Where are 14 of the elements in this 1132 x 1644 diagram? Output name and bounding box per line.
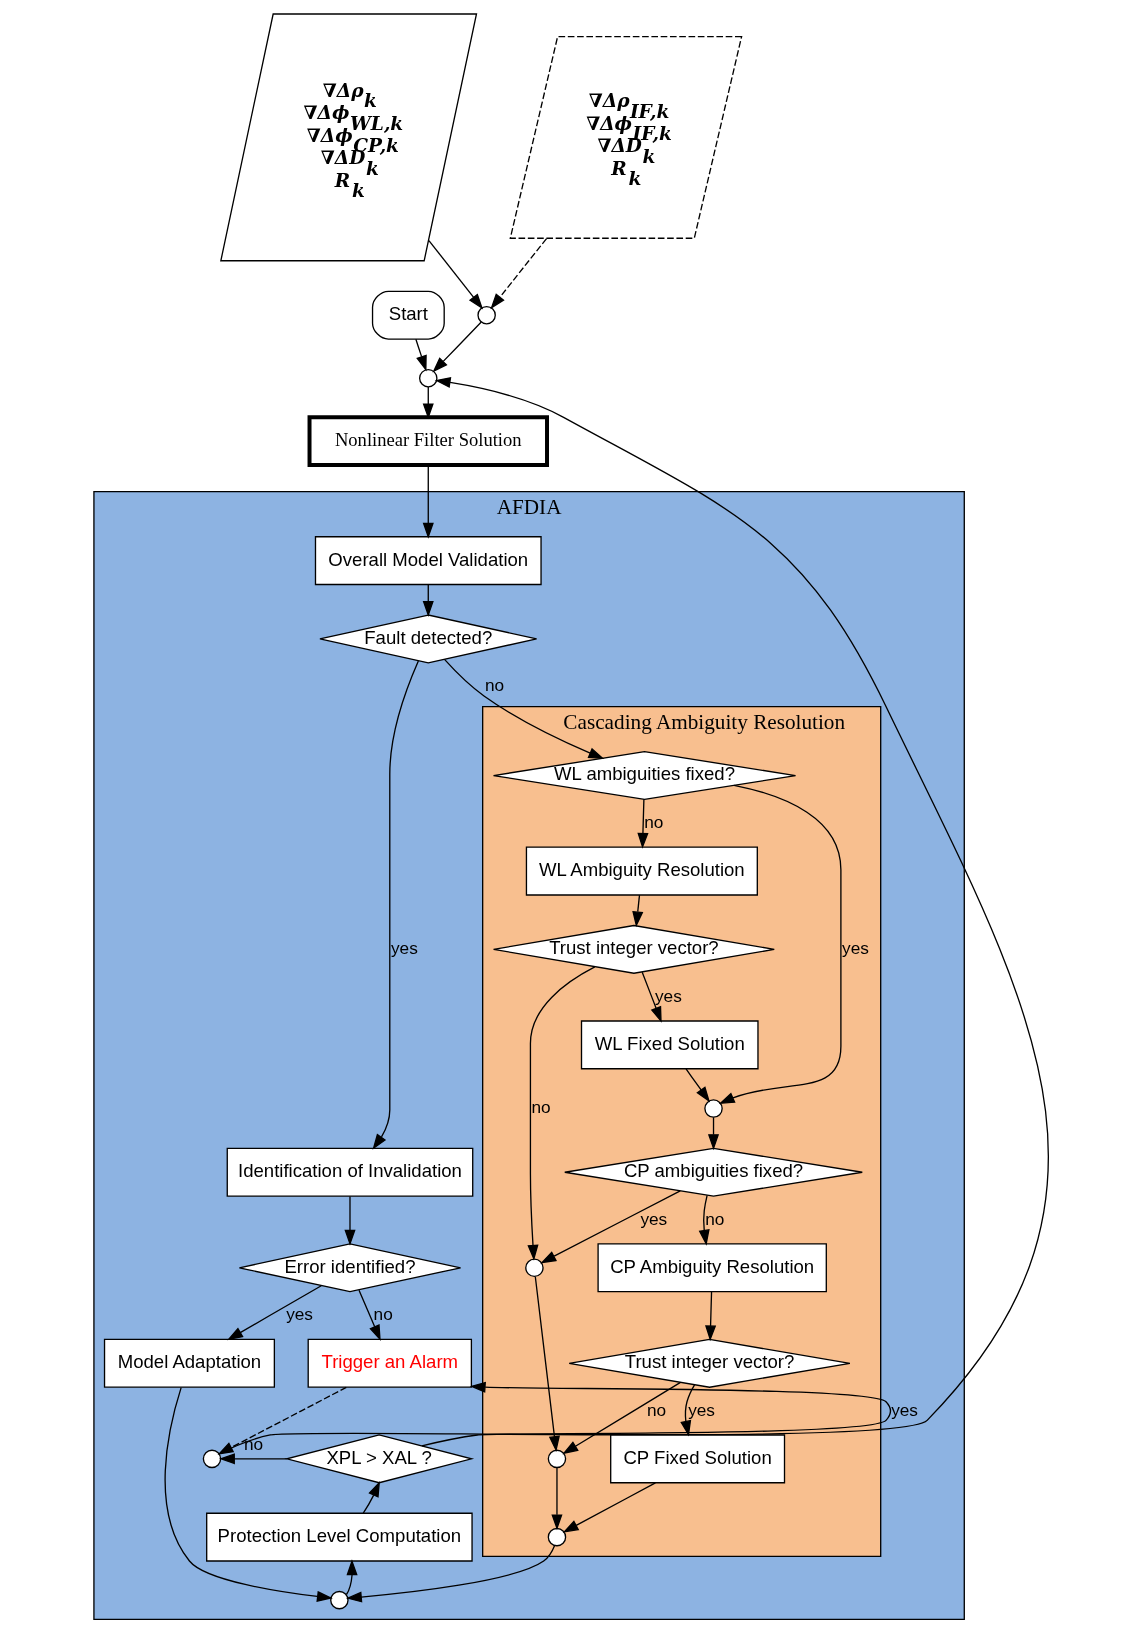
edge-label: no [373,1304,393,1325]
edge-label: no [244,1434,264,1455]
edge-label: no [644,811,664,832]
edge-label: no [705,1208,725,1229]
edge-label: yes [390,937,418,958]
edge-label: yes [286,1304,313,1325]
edge-label: yes [842,937,869,958]
edge-label: no [485,675,505,696]
edge-label: yes [891,1399,918,1420]
edge-label: no [646,1399,667,1420]
edge-label: yes [655,985,682,1006]
edge-label: yes [688,1399,715,1420]
edge-label: no [531,1097,551,1118]
edge-label: yes [640,1208,668,1229]
